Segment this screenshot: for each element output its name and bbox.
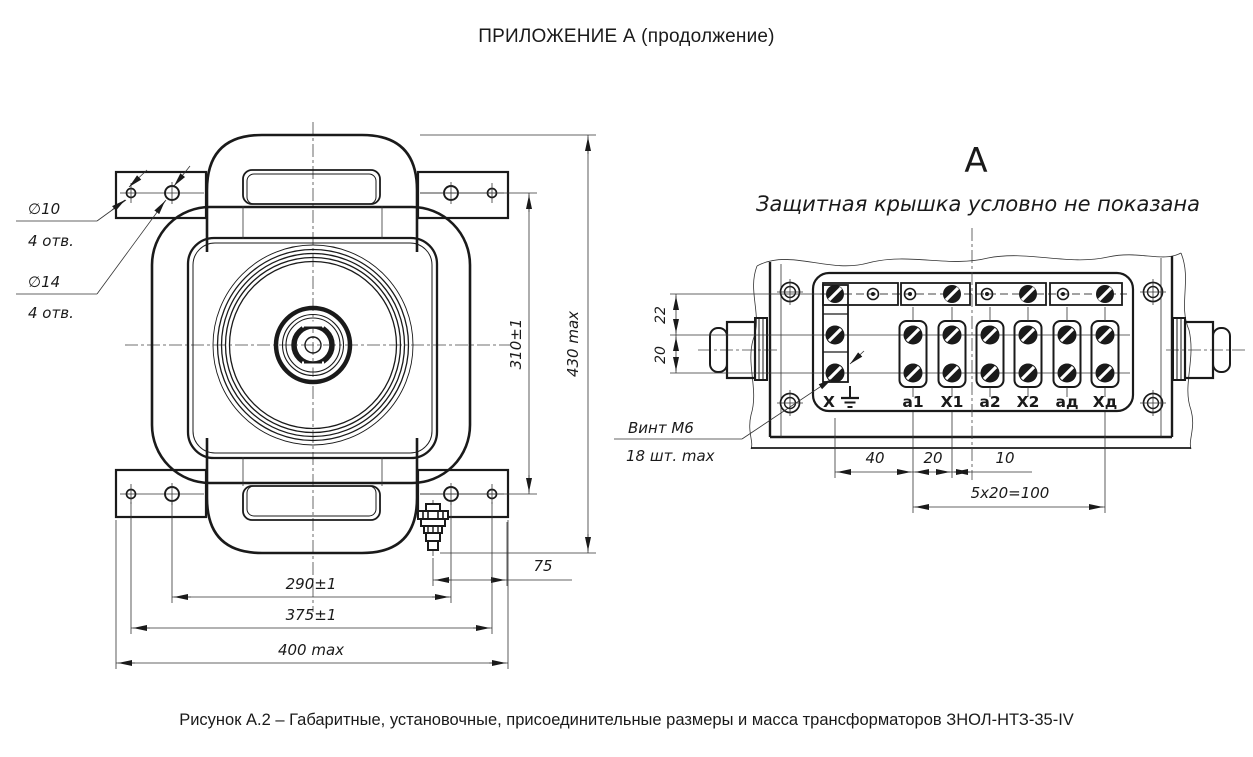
- callout-d14-qty: 4 отв.: [28, 304, 74, 322]
- callout-d10-qty: 4 отв.: [28, 232, 74, 250]
- hv-terminal: [273, 305, 353, 385]
- transformer-body: [150, 205, 472, 486]
- cable-gland-left: [698, 317, 778, 381]
- dim-20b-label: 20: [923, 449, 942, 467]
- view-a-label: А: [964, 141, 987, 181]
- terminal-label-a2: а2: [979, 393, 1000, 411]
- terminal-label-ad: ад: [1056, 393, 1079, 411]
- dim-430-label: 430 max: [564, 311, 582, 377]
- dim-400-label: 400 max: [278, 641, 344, 659]
- terminal-label-x: Х: [823, 393, 835, 411]
- terminal-strip: [822, 282, 1123, 306]
- view-a-note: Защитная крышка условно не показана: [756, 192, 1200, 216]
- dim-375-label: 375±1: [286, 606, 337, 624]
- dimension-310: 310±1: [420, 192, 537, 495]
- dim-310-label: 310±1: [507, 319, 525, 370]
- terminal-label-x1: Х1: [941, 393, 964, 411]
- core-arch-top: [205, 133, 419, 252]
- mounting-bracket-top-left: [114, 170, 208, 220]
- dimension-375: 375±1: [130, 502, 493, 634]
- dim-75-label: 75: [533, 557, 552, 575]
- dimension-columns: 40 20 10 5x20=100: [834, 412, 1106, 513]
- page-title: ПРИЛОЖЕНИЕ А (продолжение): [478, 26, 775, 47]
- dim-22-label: 22: [653, 306, 669, 324]
- callout-d10-label: ∅10: [28, 200, 60, 218]
- callout-screw: Винт М6 18 шт. max: [614, 350, 865, 465]
- ground-bolt: [417, 500, 449, 556]
- corner-screws: [777, 279, 1166, 416]
- hole-arrow-2: [173, 165, 191, 187]
- dim-10-label: 10: [995, 449, 1014, 467]
- cable-gland-right: [1166, 317, 1246, 381]
- screw-callout-line1: Винт М6: [628, 419, 694, 437]
- coil-winding: [212, 244, 414, 446]
- terminal-label-a1: а1: [902, 393, 923, 411]
- dim-20-label: 20: [653, 346, 669, 364]
- callout-hole-d10: ∅10 4 отв.: [16, 199, 127, 250]
- left-drawing: ∅10 4 отв. ∅14 4 отв. 310±1: [16, 122, 596, 669]
- callout-hole-d14: ∅14 4 отв.: [16, 199, 167, 322]
- dimension-400: 400 max: [115, 520, 509, 669]
- dimension-290: 290±1: [171, 502, 452, 603]
- terminal-blocks: [898, 307, 1120, 397]
- dimension-75: 75: [432, 522, 572, 586]
- dimension-rows: 22 20: [653, 294, 679, 373]
- mounting-bracket-bottom-left: [114, 468, 208, 519]
- core-arch-bottom: [205, 438, 419, 555]
- terminal-labels: Х а1 Х1 а2 Х2 ад Хд: [823, 386, 1117, 411]
- terminal-label-x2: Х2: [1017, 393, 1040, 411]
- dim-290-label: 290±1: [286, 575, 337, 593]
- terminal-label-xd: Хд: [1093, 393, 1117, 411]
- ground-icon: [841, 386, 859, 408]
- screw-callout-line2: 18 шт. max: [626, 447, 715, 465]
- figure-caption: Рисунок А.2 – Габаритные, установочные, …: [179, 711, 1074, 729]
- terminal-box: [751, 256, 1191, 449]
- dim-40-label: 40: [865, 449, 884, 467]
- hole-arrow-1: [128, 169, 148, 188]
- break-lines: [749, 252, 1194, 450]
- right-drawing: А Защитная крышка условно не показана: [614, 141, 1246, 513]
- strip-screws: [943, 285, 1114, 303]
- dimension-430: 430 max: [420, 134, 596, 554]
- terminal-column-x: [822, 284, 849, 383]
- callout-d14-label: ∅14: [28, 273, 60, 291]
- dim-pitch-label: 5x20=100: [971, 484, 1050, 502]
